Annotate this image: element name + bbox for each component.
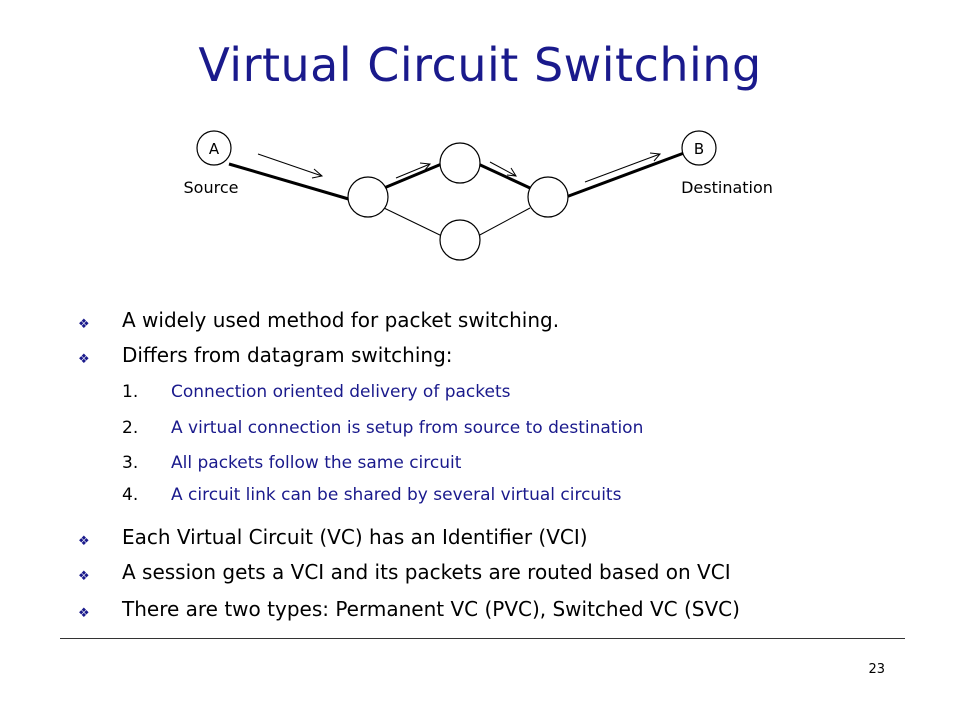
bullet-marker-icon: ❖ <box>78 569 90 584</box>
sub-item-text: A circuit link can be shared by several … <box>171 485 622 505</box>
destination-label: Destination <box>681 178 773 197</box>
slide-title: Virtual Circuit Switching <box>198 38 762 92</box>
bullet-text: A widely used method for packet switchin… <box>122 308 560 332</box>
node-a-label: A <box>209 140 220 158</box>
bullet-marker-icon: ❖ <box>78 534 90 549</box>
bullet-marker-icon: ❖ <box>78 317 90 332</box>
bullet-text: A session gets a VCI and its packets are… <box>122 560 731 584</box>
node-a <box>196 130 232 166</box>
vc-link-a-n1 <box>228 162 353 202</box>
bullet-marker-icon: ❖ <box>78 606 90 621</box>
link-n3-n4 <box>475 207 531 238</box>
item-number: 3. <box>122 453 139 473</box>
switch-node-1 <box>347 176 389 218</box>
item-number: 4. <box>122 485 139 505</box>
network-diagram: A B Source Destination <box>184 130 773 261</box>
bullet-text: Each Virtual Circuit (VC) has an Identif… <box>122 525 588 549</box>
link-n1-n3 <box>383 207 445 238</box>
sub-item-text: All packets follow the same circuit <box>171 453 462 473</box>
bullet-marker-icon: ❖ <box>78 352 90 367</box>
item-number: 2. <box>122 418 139 438</box>
node-b-label: B <box>694 140 704 158</box>
item-number: 1. <box>122 382 139 402</box>
bullet-text: Differs from datagram switching: <box>122 343 453 367</box>
footer-divider <box>60 638 905 639</box>
vc-link-n1-n2 <box>383 161 445 190</box>
sub-item-text: A virtual connection is setup from sourc… <box>171 418 644 438</box>
switch-node-3 <box>439 219 481 261</box>
packet-flow-arrows <box>257 152 662 183</box>
switch-node-2 <box>439 142 481 184</box>
bullet-text: There are two types: Permanent VC (PVC),… <box>122 597 740 621</box>
node-b <box>681 130 717 166</box>
switch-node-4 <box>527 176 569 218</box>
source-label: Source <box>184 178 239 197</box>
page-number: 23 <box>868 662 885 677</box>
sub-item-text: Connection oriented delivery of packets <box>171 382 511 402</box>
vc-link-n4-b <box>565 151 685 199</box>
vc-link-n2-n4 <box>475 161 531 190</box>
